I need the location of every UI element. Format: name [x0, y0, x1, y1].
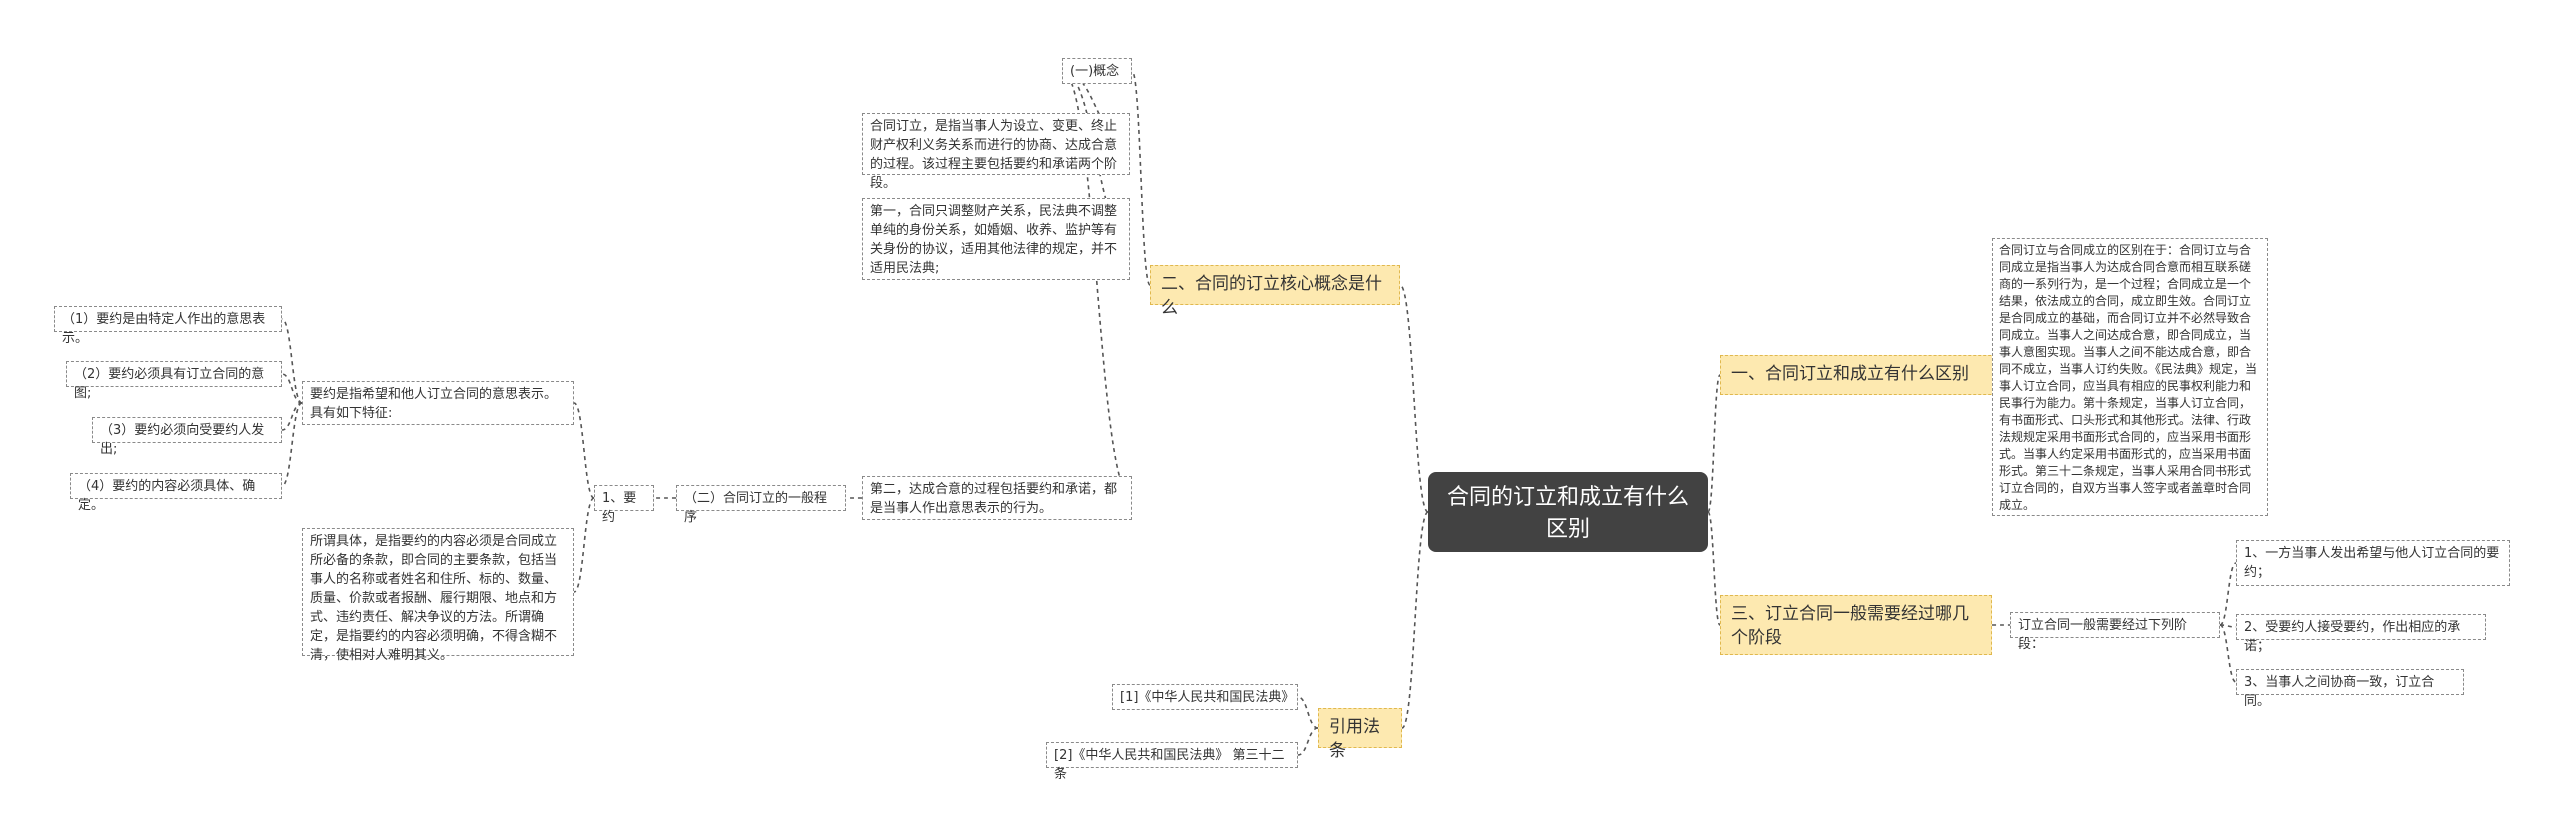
link-concept-second-point: [1061, 70, 1133, 499]
offer-feature-4[interactable]: （4）要约的内容必须具体、确定。: [70, 473, 282, 513]
stage-item-2[interactable]: 2、受要约人接受要约，作出相应的承诺；: [2236, 614, 2486, 654]
concept-heading[interactable]: (一)概念: [1062, 58, 1132, 84]
concept-second-point-text[interactable]: 第二，达成合意的过程包括要约和承诺，都是当事人作出意思表示的行为。: [862, 476, 1132, 520]
concept-definition-text[interactable]: 合同订立，是指当事人为设立、变更、终止财产权利义务关系而进行的协商、达成合意的过…: [862, 113, 1130, 191]
link-concept-heading: [1131, 70, 1151, 286]
offer-feature-3[interactable]: （3）要约必须向受要约人发出;: [92, 417, 282, 457]
link-offer-definition: [573, 402, 595, 499]
branch-difference[interactable]: 一、合同订立和成立有什么区别: [1720, 355, 2016, 395]
link-root-core-concept: [1399, 284, 1429, 513]
link-offer-specificity: [573, 497, 595, 593]
link-stage-item-3: [2219, 624, 2237, 683]
offer-node[interactable]: 1、要约: [594, 485, 654, 525]
general-procedure[interactable]: （二）合同订立的一般程序: [676, 485, 846, 525]
link-root-difference: [1707, 374, 1721, 513]
link-law-reference-1: [1297, 696, 1319, 729]
branch-core-concept[interactable]: 二、合同的订立核心概念是什么: [1150, 265, 1400, 318]
branch-cited-law[interactable]: 引用法条: [1318, 708, 1402, 761]
link-feature-3: [281, 402, 303, 431]
offer-definition-text[interactable]: 要约是指希望和他人订立合同的意思表示。具有如下特征:: [302, 381, 574, 425]
offer-feature-2[interactable]: （2）要约必须具有订立合同的意图;: [66, 361, 282, 401]
concept-first-point-text[interactable]: 第一，合同只调整财产关系，民法典不调整单纯的身份关系，如婚姻、收养、监护等有关身…: [862, 198, 1130, 280]
central-topic[interactable]: 合同的订立和成立有什么区别: [1428, 472, 1708, 552]
stage-item-3[interactable]: 3、当事人之间协商一致，订立合同。: [2236, 669, 2464, 709]
stages-intro[interactable]: 订立合同一般需要经过下列阶段：: [2010, 612, 2220, 652]
law-reference-1[interactable]: [1]《中华人民共和国民法典》: [1112, 684, 1298, 710]
link-law-reference-2: [1297, 727, 1319, 756]
link-feature-4: [281, 402, 303, 487]
stage-item-1[interactable]: 1、一方当事人发出希望与他人订立合同的要约；: [2236, 540, 2510, 586]
link-feature-1: [281, 318, 303, 404]
law-reference-2[interactable]: [2]《中华人民共和国民法典》 第三十二条: [1046, 742, 1298, 782]
difference-detail-text[interactable]: 合同订立与合同成立的区别在于：合同订立与合同成立是指当事人为达成合同合意而相互联…: [1992, 238, 2268, 516]
offer-specificity-text[interactable]: 所谓具体，是指要约的内容必须是合同成立所必备的条款，即合同的主要条款，包括当事人…: [302, 528, 574, 663]
link-feature-2: [281, 373, 303, 404]
link-root-stages: [1707, 511, 1721, 626]
link-root-cited-law: [1401, 511, 1429, 729]
link-stage-item-1: [2219, 562, 2237, 626]
branch-stages[interactable]: 三、订立合同一般需要经过哪几个阶段: [1720, 595, 1992, 655]
offer-feature-1[interactable]: （1）要约是由特定人作出的意思表示。: [54, 306, 282, 346]
